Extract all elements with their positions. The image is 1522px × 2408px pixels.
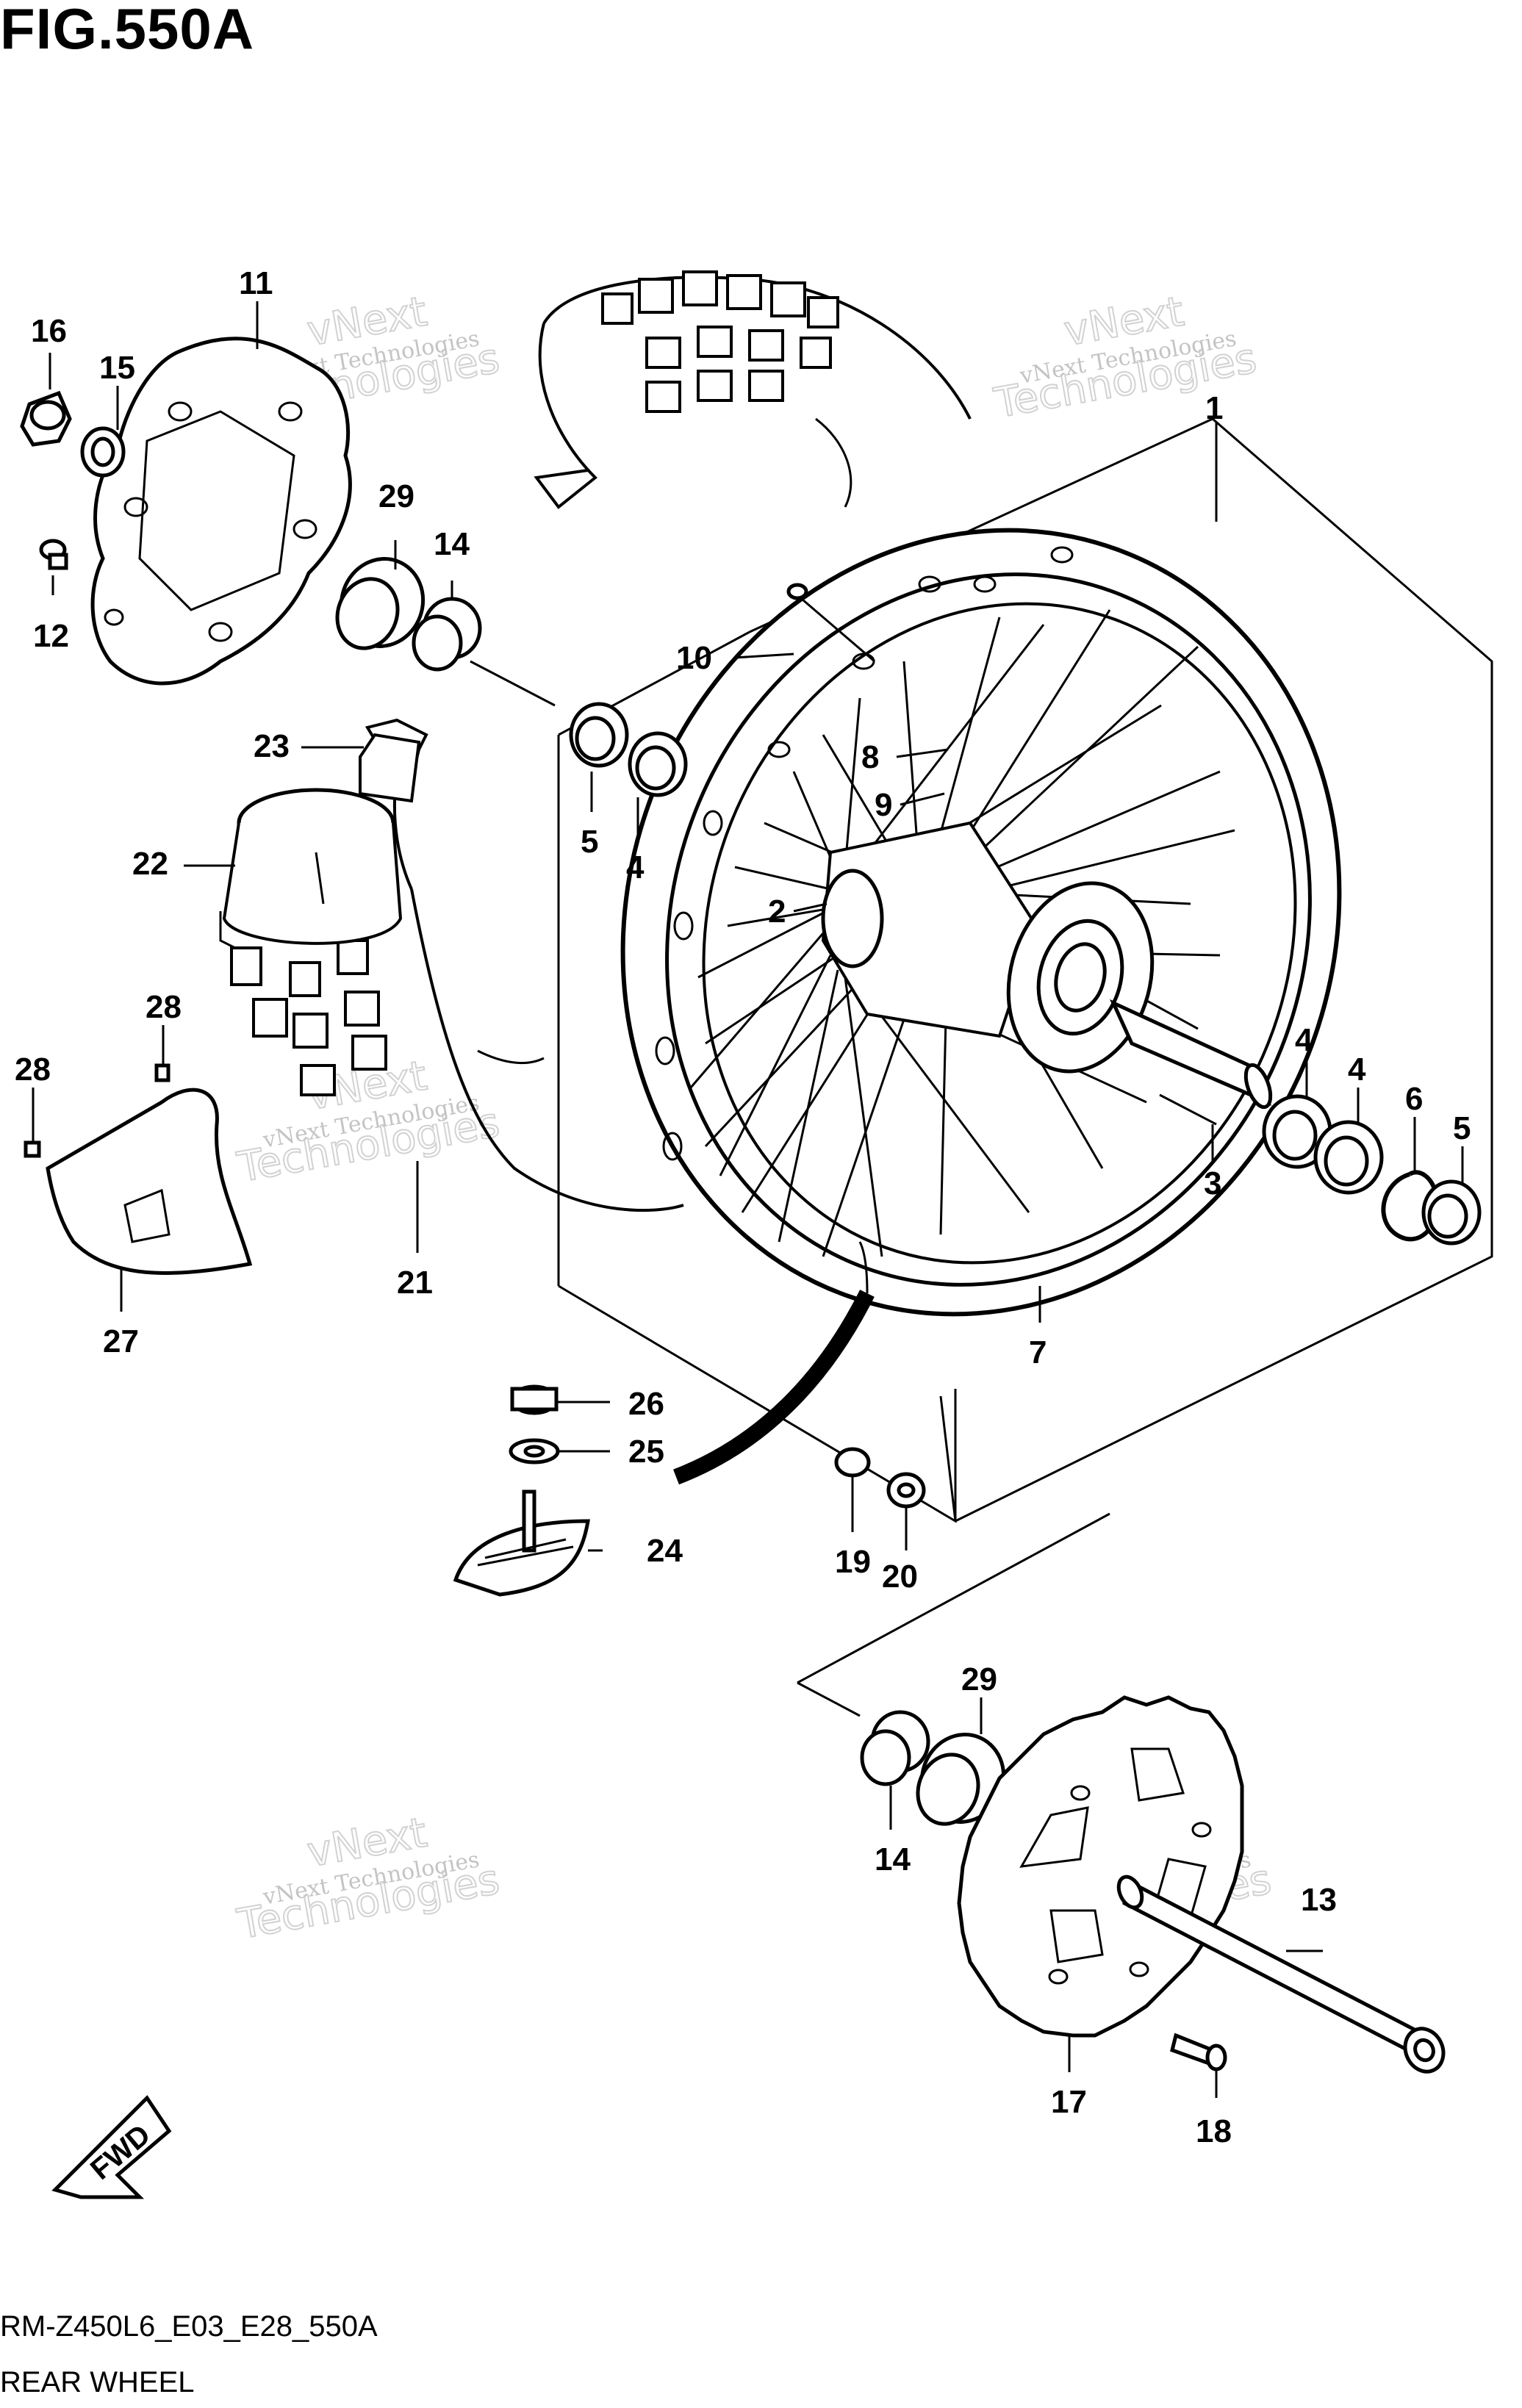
bolt-28-a [154,1063,170,1082]
rim-holes [655,546,1074,1161]
callout-5-right: 5 [1453,1110,1471,1146]
disc-guard-27 [46,1088,253,1275]
washer-20 [886,1472,926,1509]
callout-4-left: 4 [626,849,645,885]
callout-14-bottom: 14 [875,1841,911,1877]
spacer-14-bottom [860,1710,930,1786]
spacer-sleeve [1109,999,1273,1110]
figure-name: REAR WHEEL [0,2366,195,2398]
callout-15: 15 [99,350,135,386]
callout-23: 23 [254,728,290,764]
callout-20: 20 [882,1559,918,1595]
figure-code: RM-Z450L6_E03_E28_550A [0,2310,378,2343]
callout-29-bottom: 29 [961,1661,997,1697]
axle-13 [1116,1875,1446,2074]
leader-lines [32,301,1464,2098]
seal-29-top [335,557,426,650]
callout-7: 7 [1029,1334,1047,1370]
seal-5-left [569,702,629,768]
arrow-left-down-icon [51,2095,172,2199]
bolt-28-b [24,1140,41,1158]
callout-18: 18 [1196,2113,1232,2149]
callout-24: 24 [647,1533,683,1569]
callout-19: 19 [835,1544,871,1580]
hub [821,821,1155,1074]
callout-29-top: 29 [378,478,414,514]
callout-25: 25 [628,1434,664,1470]
callout-16: 16 [31,313,67,349]
bearing-4-left [628,731,688,797]
bolt-12 [39,539,68,570]
sprocket-17 [957,1695,1244,2038]
callout-5-left: 5 [581,824,598,860]
callout-8: 8 [861,739,879,775]
seal-29-bottom [916,1733,1006,1826]
callout-3: 3 [1204,1165,1221,1201]
callout-26: 26 [628,1386,664,1422]
rim-lock-strap [359,718,428,803]
callout-13: 13 [1301,1882,1337,1918]
rim-lock-leader [797,594,875,663]
callout-27: 27 [103,1323,139,1359]
bolt-18 [1170,2033,1227,2071]
nut-19 [834,1447,871,1478]
rim-band [673,1290,875,1485]
rim-lock-nut [786,583,808,600]
callout-28-b: 28 [15,1052,51,1088]
callout-4-right-b: 4 [1348,1052,1366,1088]
callout-11: 11 [239,265,273,301]
spacer-14-top [412,597,482,672]
callout-4-right-a: 4 [1295,1022,1313,1058]
seal-5-right [1421,1179,1482,1246]
callout-6: 6 [1405,1081,1423,1117]
nut-26 [510,1384,559,1415]
callouts: 1 2 3 4 4 4 5 5 6 7 8 9 10 11 12 13 14 1… [15,265,1471,2149]
tire-left-tread-blocks [230,939,387,1096]
bearing-4-right-b [1313,1120,1384,1195]
tire-section-top [534,270,972,509]
wheel-assembly [620,528,1342,1317]
washer-15 [80,426,126,478]
callout-9: 9 [875,787,892,823]
callout-17: 17 [1051,2084,1087,2120]
callout-1: 1 [1205,390,1223,426]
nut-16 [20,390,72,447]
rim-lock-24 [453,1489,590,1597]
lower-assembly-frame [797,1512,1110,1717]
circlip-6 [1381,1170,1440,1242]
callout-10: 10 [676,640,712,676]
callout-28-a: 28 [146,989,182,1025]
figure-title: FIG.550A [0,0,255,61]
callout-21: 21 [397,1265,433,1301]
fwd-direction-marker: FWD [51,2095,172,2199]
callout-14-top: 14 [434,526,470,562]
callout-2: 2 [768,894,786,930]
tube [219,788,403,949]
brake-disc [90,337,352,686]
tire-tread-blocks [601,270,839,413]
callout-12: 12 [33,618,69,654]
callout-22: 22 [132,846,168,882]
watermark-bottom-left: vNext Technologies vNext Technologies [233,1808,504,1949]
washer-25 [509,1438,560,1464]
